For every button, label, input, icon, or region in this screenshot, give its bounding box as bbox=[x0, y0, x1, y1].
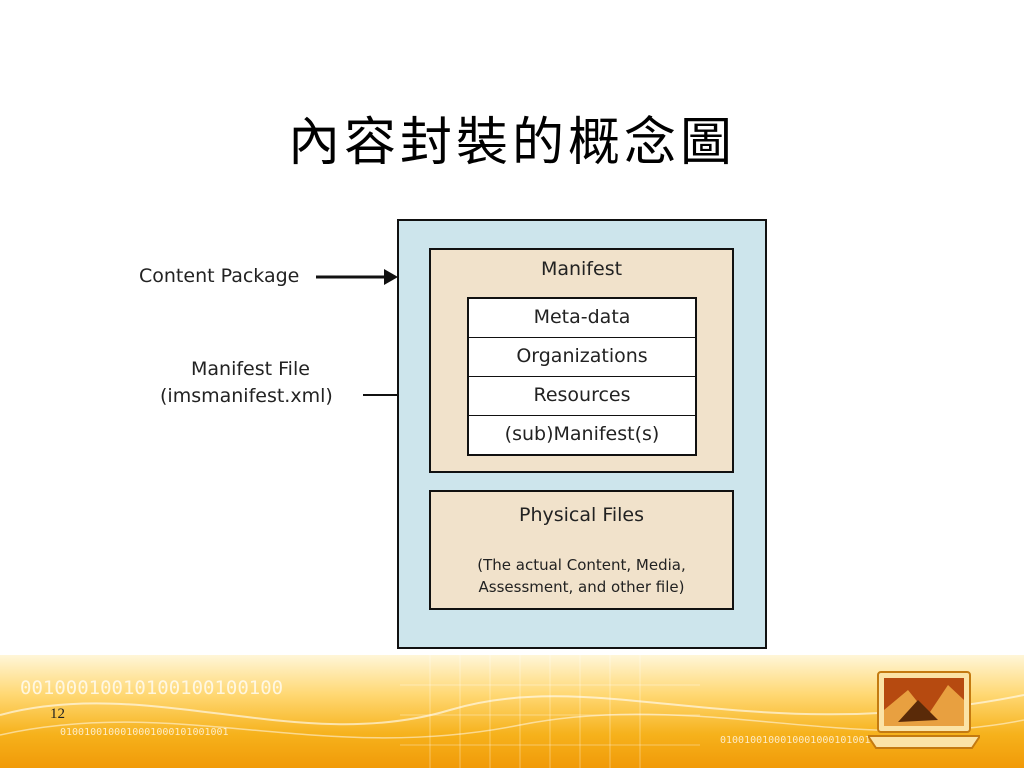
physical-files-desc-line2: Assessment, and other file) bbox=[478, 578, 685, 596]
manifest-box: Manifest Meta-data Organizations Resourc… bbox=[429, 248, 734, 473]
content-package-arrow bbox=[316, 269, 398, 285]
physical-files-desc-line1: (The actual Content, Media, bbox=[477, 556, 686, 574]
resources-row: Resources bbox=[469, 377, 695, 416]
physical-files-box: Physical Files (The actual Content, Medi… bbox=[429, 490, 734, 610]
manifest-sections: Meta-data Organizations Resources (sub)M… bbox=[467, 297, 697, 456]
content-package-label: Content Package bbox=[139, 265, 300, 287]
footer-wave-lines bbox=[0, 655, 1024, 768]
slide-title: 內容封裝的概念圖 bbox=[287, 113, 736, 173]
laptop-icon bbox=[868, 671, 980, 749]
manifest-file-label: Manifest File bbox=[191, 358, 310, 380]
organizations-row: Organizations bbox=[469, 338, 695, 377]
metadata-row: Meta-data bbox=[469, 299, 695, 338]
manifest-file-path-label: (imsmanifest.xml) bbox=[160, 385, 333, 407]
binary-text-small-right: 0100100100010001000101001001 bbox=[720, 735, 889, 746]
binary-text-small: 0100100100010001000101001001 bbox=[60, 727, 229, 738]
manifest-title: Manifest bbox=[540, 258, 623, 280]
physical-files-description: (The actual Content, Media, Assessment, … bbox=[431, 554, 732, 598]
physical-files-title: Physical Files bbox=[518, 504, 645, 526]
footer-decoration: 00100010010100100100100 0100100100010001… bbox=[0, 655, 1024, 768]
page-number: 12 bbox=[50, 706, 65, 722]
binary-text-large: 00100010010100100100100 bbox=[20, 677, 284, 699]
sub-manifests-row: (sub)Manifest(s) bbox=[504, 423, 660, 445]
